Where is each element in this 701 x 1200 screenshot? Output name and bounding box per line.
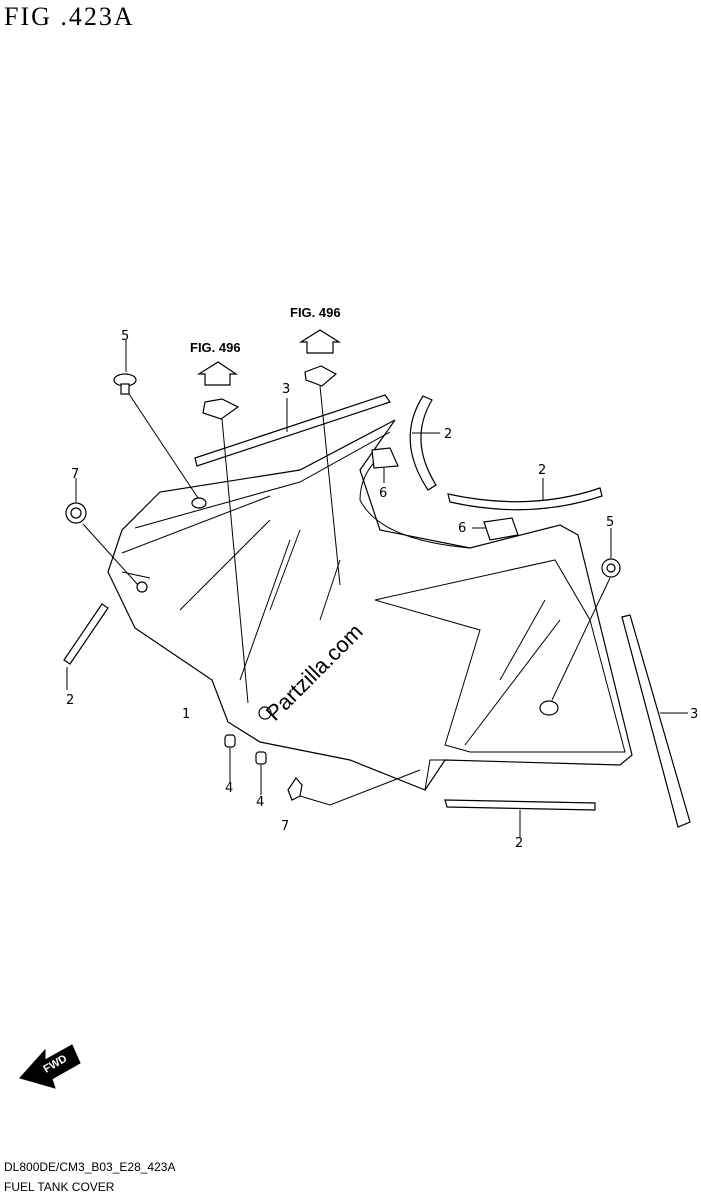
nut-part-4 (255, 751, 267, 765)
up-arrow-icon (298, 329, 342, 354)
seal-strip-3-right (621, 614, 691, 828)
grommet-hole (539, 700, 559, 716)
cover-curve (359, 449, 471, 549)
callout-2[interactable]: 2 (66, 693, 74, 708)
fig-ref-right-label[interactable]: FIG. 496 (290, 305, 341, 320)
grommet-hole (191, 497, 207, 509)
seal-strip-2-long (447, 487, 603, 511)
callout-4[interactable]: 4 (225, 781, 233, 796)
seal-strip-2-curved (409, 395, 437, 491)
leader-line (221, 418, 249, 704)
leader-line (82, 523, 139, 586)
callout-4[interactable]: 4 (256, 795, 264, 810)
bolt-part-5 (113, 373, 137, 395)
seal-strip-3-top (194, 394, 391, 467)
cover-rib (239, 539, 291, 681)
callout-6[interactable]: 6 (458, 521, 466, 536)
callout-2[interactable]: 2 (538, 463, 546, 478)
callout-5[interactable]: 5 (606, 515, 614, 530)
leader-line (128, 393, 199, 499)
label-tag-left (202, 398, 240, 420)
label-tag-right (304, 365, 338, 387)
diagram-name: FUEL TANK COVER (4, 1180, 115, 1194)
cover-rib (319, 559, 341, 621)
cover-inner-edge (134, 431, 391, 529)
grommet-part-7 (65, 502, 87, 524)
cushion-part-6 (483, 517, 519, 541)
fuel-tank-cover-part (107, 419, 633, 791)
callout-2[interactable]: 2 (444, 427, 452, 442)
callout-3[interactable]: 3 (690, 707, 698, 722)
leader-line (299, 769, 421, 806)
clip-part-7 (287, 777, 303, 801)
seal-strip-2-left (63, 603, 109, 665)
figure-title: FIG .423A (4, 2, 135, 31)
leader-line (319, 385, 341, 586)
cover-inner-edge (121, 495, 271, 554)
grommet-hole (258, 706, 272, 720)
nut-part-4 (224, 734, 236, 748)
up-arrow-icon (196, 361, 238, 386)
callout-6[interactable]: 6 (379, 486, 387, 501)
cover-flange (424, 759, 445, 791)
cover-recess (374, 559, 626, 753)
fwd-arrow-icon: FWD (19, 1044, 81, 1089)
cover-rib (179, 519, 271, 611)
cushion-part-6 (371, 447, 399, 469)
diagram-code: DL800DE/CM3_B03_E28_423A (4, 1160, 176, 1174)
callout-1[interactable]: 1 (182, 707, 190, 722)
cover-rib (269, 529, 301, 611)
callout-7[interactable]: 7 (281, 819, 289, 834)
bolt-part-5 (601, 558, 621, 578)
grommet-hole (136, 581, 148, 593)
seal-strip-2-bottom (444, 799, 596, 811)
callout-5[interactable]: 5 (121, 329, 129, 344)
callout-3[interactable]: 3 (282, 382, 290, 397)
cover-recess (464, 619, 561, 746)
leader-line (551, 577, 611, 701)
fig-ref-left-label[interactable]: FIG. 496 (190, 340, 241, 355)
cover-recess (499, 599, 546, 681)
callout-7[interactable]: 7 (71, 467, 79, 482)
callout-2[interactable]: 2 (515, 836, 523, 851)
